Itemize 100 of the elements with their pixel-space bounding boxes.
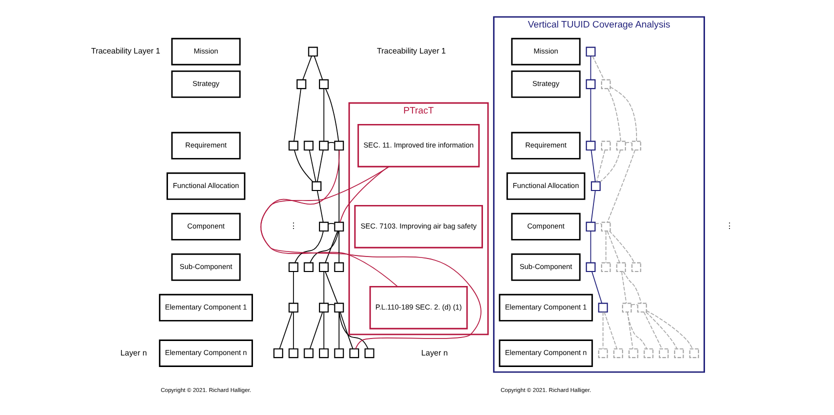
node-box [308, 46, 318, 57]
connector [624, 142, 632, 144]
connector [604, 230, 606, 264]
node-box [348, 348, 359, 358]
node-box [585, 79, 596, 90]
connector [322, 312, 324, 350]
connector [339, 166, 388, 223]
label: Layer n [420, 348, 448, 358]
connector [592, 56, 604, 80]
node-box [616, 140, 626, 151]
node-box [600, 140, 610, 151]
node-box [616, 262, 626, 272]
node-box: Component [170, 212, 240, 240]
connector [630, 304, 638, 306]
label: Traceability Layer 1 [376, 46, 446, 56]
node-box [303, 262, 314, 272]
connector [292, 271, 294, 304]
connector [642, 312, 662, 350]
node-box: Strategy [170, 70, 240, 98]
node-box [288, 348, 298, 358]
node-box [600, 79, 610, 90]
connector [602, 312, 603, 350]
connector [324, 271, 338, 304]
connector [313, 56, 322, 80]
connector [646, 310, 692, 350]
node-box [636, 302, 646, 313]
connector [606, 150, 635, 223]
connector [606, 88, 621, 142]
connector [590, 190, 596, 223]
node-box: Component [510, 212, 580, 240]
connector [608, 230, 634, 264]
node-box [318, 302, 328, 313]
label: ⋮ [725, 222, 734, 231]
label: Traceability Layer 1 [90, 46, 160, 56]
label: ⋮ [288, 222, 297, 231]
connector [316, 150, 324, 182]
node-box: Mission [510, 38, 580, 66]
node-box: SEC. 7103. Improving air bag safety [354, 204, 482, 248]
node-box: Elementary Component n [158, 340, 252, 367]
node-box [303, 348, 314, 358]
connector [609, 86, 636, 142]
connector [292, 312, 294, 350]
node-box: SEC. 11. Improved tire information [356, 124, 480, 168]
node-box: Requirement [170, 132, 240, 160]
node-box [612, 348, 623, 358]
connector [590, 88, 591, 142]
node-box: Strategy [510, 70, 580, 98]
node-box [600, 262, 610, 272]
label: Layer n [120, 348, 146, 358]
node-box [585, 222, 596, 232]
node-box [318, 140, 328, 151]
connector [309, 230, 338, 264]
connector [316, 190, 324, 223]
connector [293, 150, 313, 182]
node-box [318, 79, 328, 90]
node-box [272, 348, 283, 358]
connector [293, 88, 301, 142]
node-box [630, 140, 641, 151]
node-box: Elementary Component 1 [498, 294, 592, 322]
node-box: Mission [170, 38, 240, 66]
connector [599, 150, 620, 182]
connector [278, 312, 292, 350]
connector [603, 312, 617, 350]
connector [322, 271, 324, 304]
node-box: Requirement [510, 132, 580, 160]
node-box [288, 302, 298, 313]
node-box: Elementary Component n [498, 340, 592, 367]
connector [324, 88, 338, 142]
connector [327, 304, 334, 306]
node-box [658, 348, 668, 358]
connector [338, 312, 339, 350]
node-box [598, 348, 608, 358]
connector [338, 230, 339, 264]
node-box [318, 348, 328, 358]
node-box [600, 222, 610, 232]
node-box [585, 46, 596, 57]
node-box [585, 140, 596, 151]
node-box: Sub-Component [170, 253, 240, 281]
connector [645, 312, 677, 350]
connector [338, 312, 368, 350]
node-box [674, 348, 684, 358]
node-box [288, 262, 298, 272]
connector [339, 312, 353, 350]
node-box [334, 302, 344, 313]
node-box [334, 222, 344, 232]
node-box [688, 348, 699, 358]
node-box [630, 262, 641, 272]
node-box: Functional Allocation [166, 172, 245, 200]
node-box [628, 348, 638, 358]
node-box [318, 262, 328, 272]
node-box: Elementary Component 1 [158, 294, 252, 322]
connector [327, 222, 334, 224]
node-box [334, 140, 344, 151]
node-box [303, 140, 314, 151]
node-box [288, 140, 298, 151]
node-box [334, 348, 344, 358]
connector [309, 312, 322, 350]
connector [596, 150, 605, 182]
connector [626, 312, 647, 350]
connector [302, 56, 312, 80]
